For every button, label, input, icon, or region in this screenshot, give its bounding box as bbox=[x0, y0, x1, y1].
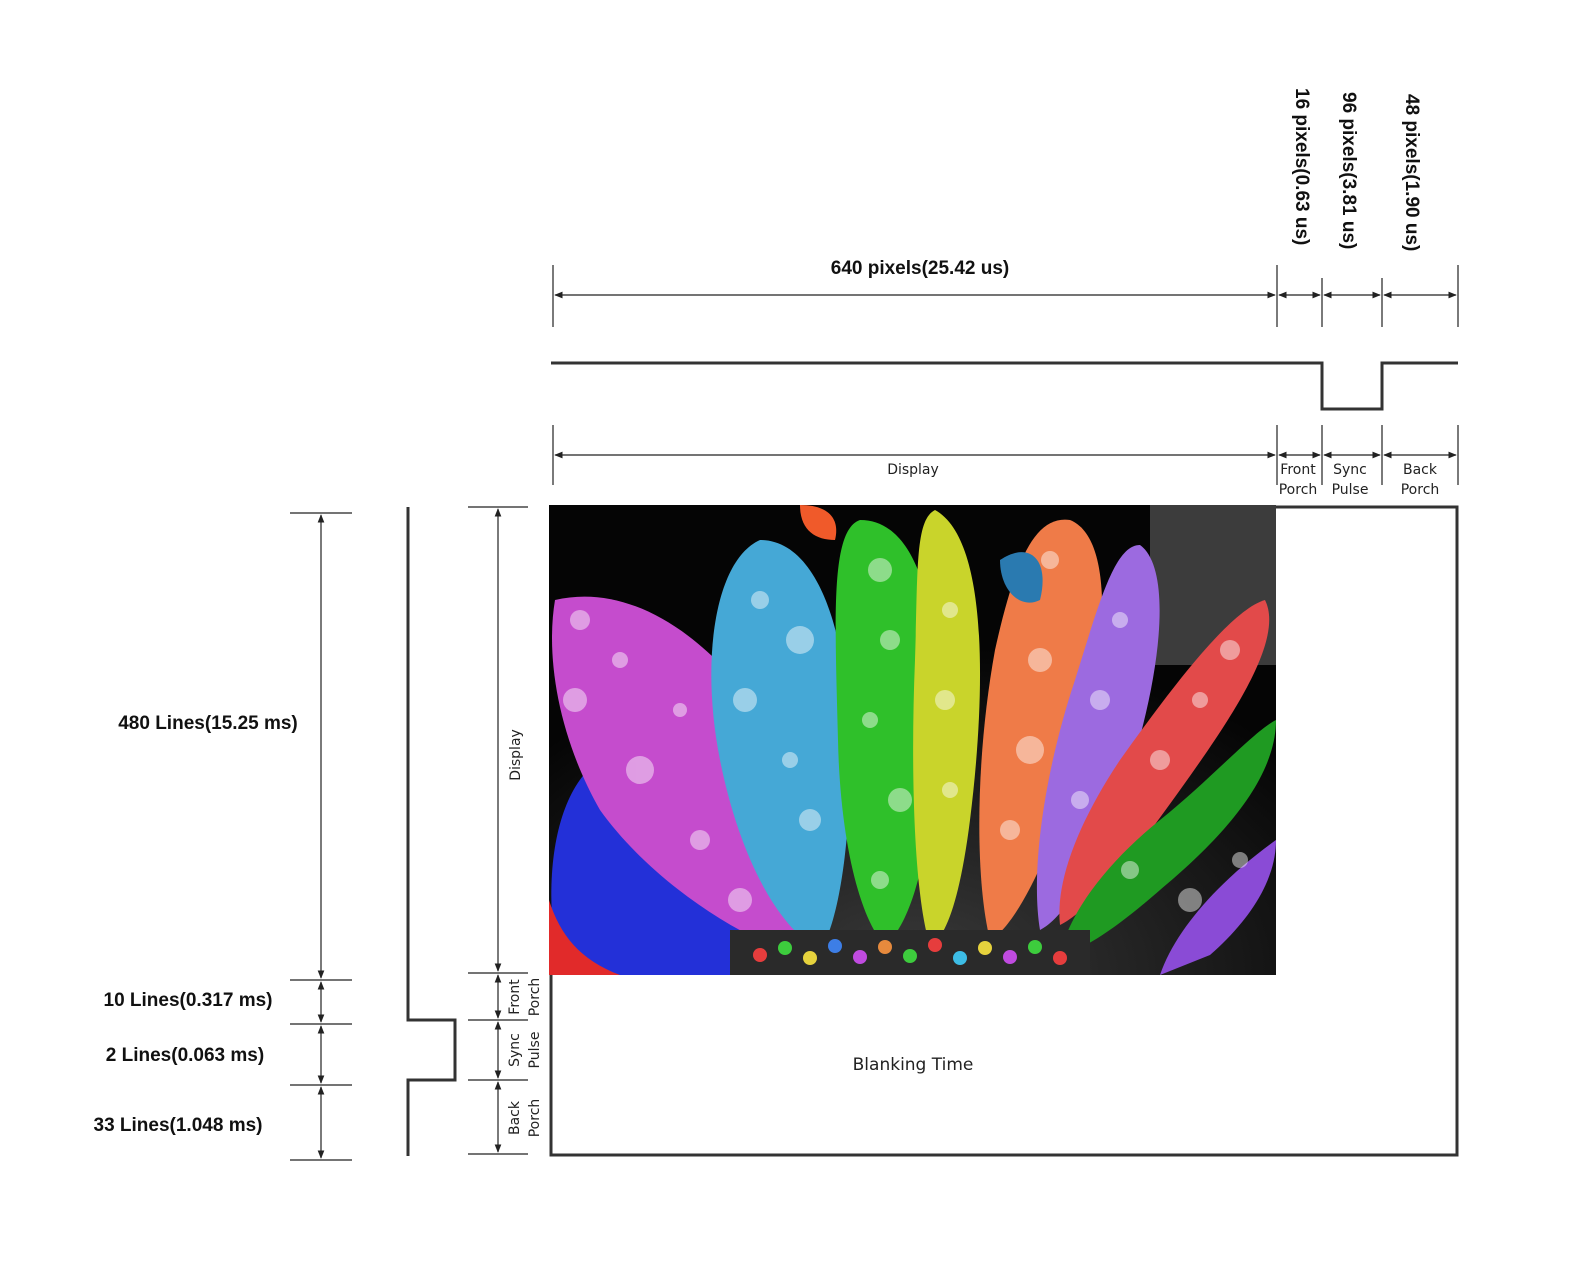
vertical-timing-left: 480 Lines(15.25 ms) 10 Lines(0.317 ms) 2… bbox=[94, 512, 352, 1161]
v-back-porch-lines-label: 33 Lines(1.048 ms) bbox=[94, 1115, 263, 1136]
horizontal-timing-segments: Display Front Porch Sync Pulse Back Porc… bbox=[552, 425, 1459, 498]
h-sync-label-line1: Sync bbox=[1333, 462, 1367, 478]
h-sync-label-line2: Pulse bbox=[1332, 482, 1369, 498]
vsync-waveform bbox=[406, 507, 457, 1156]
h-display-segment-label: Display bbox=[887, 462, 939, 478]
h-front-label-line2: Porch bbox=[1279, 482, 1318, 498]
v-front-label-line1: Front bbox=[507, 979, 523, 1015]
hsync-waveform bbox=[551, 361, 1458, 411]
h-display-pixels-label: 640 pixels(25.42 us) bbox=[831, 258, 1010, 279]
v-back-label-line2: Porch bbox=[527, 1099, 543, 1138]
water-drops bbox=[563, 551, 1248, 912]
v-front-label-line2: Porch bbox=[527, 978, 543, 1017]
v-sync-label-line2: Pulse bbox=[527, 1032, 543, 1069]
h-front-label-line1: Front bbox=[1280, 462, 1316, 478]
v-sync-lines-label: 2 Lines(0.063 ms) bbox=[106, 1045, 264, 1066]
v-display-segment-label: Display bbox=[508, 729, 524, 781]
v-back-label-line1: Back bbox=[507, 1100, 523, 1135]
blanking-time-label: Blanking Time bbox=[853, 1055, 974, 1075]
h-back-porch-pixels-label: 48 pixels(1.90 us) bbox=[1401, 94, 1422, 251]
stamens bbox=[753, 938, 1067, 965]
horizontal-timing-top: 640 pixels(25.42 us) 16 pixels(0.63 us) … bbox=[552, 88, 1459, 327]
vertical-timing-segments: Display Front Porch Sync Pulse Back Porc… bbox=[468, 506, 543, 1155]
display-image bbox=[549, 505, 1276, 975]
v-front-porch-lines-label: 10 Lines(0.317 ms) bbox=[104, 990, 273, 1011]
v-sync-label-line1: Sync bbox=[507, 1033, 523, 1067]
h-back-label-line2: Porch bbox=[1401, 482, 1440, 498]
h-front-porch-pixels-label: 16 pixels(0.63 us) bbox=[1291, 88, 1312, 245]
h-back-label-line1: Back bbox=[1403, 462, 1438, 478]
h-sync-pixels-label: 96 pixels(3.81 us) bbox=[1338, 92, 1359, 249]
v-display-lines-label: 480 Lines(15.25 ms) bbox=[118, 713, 298, 734]
